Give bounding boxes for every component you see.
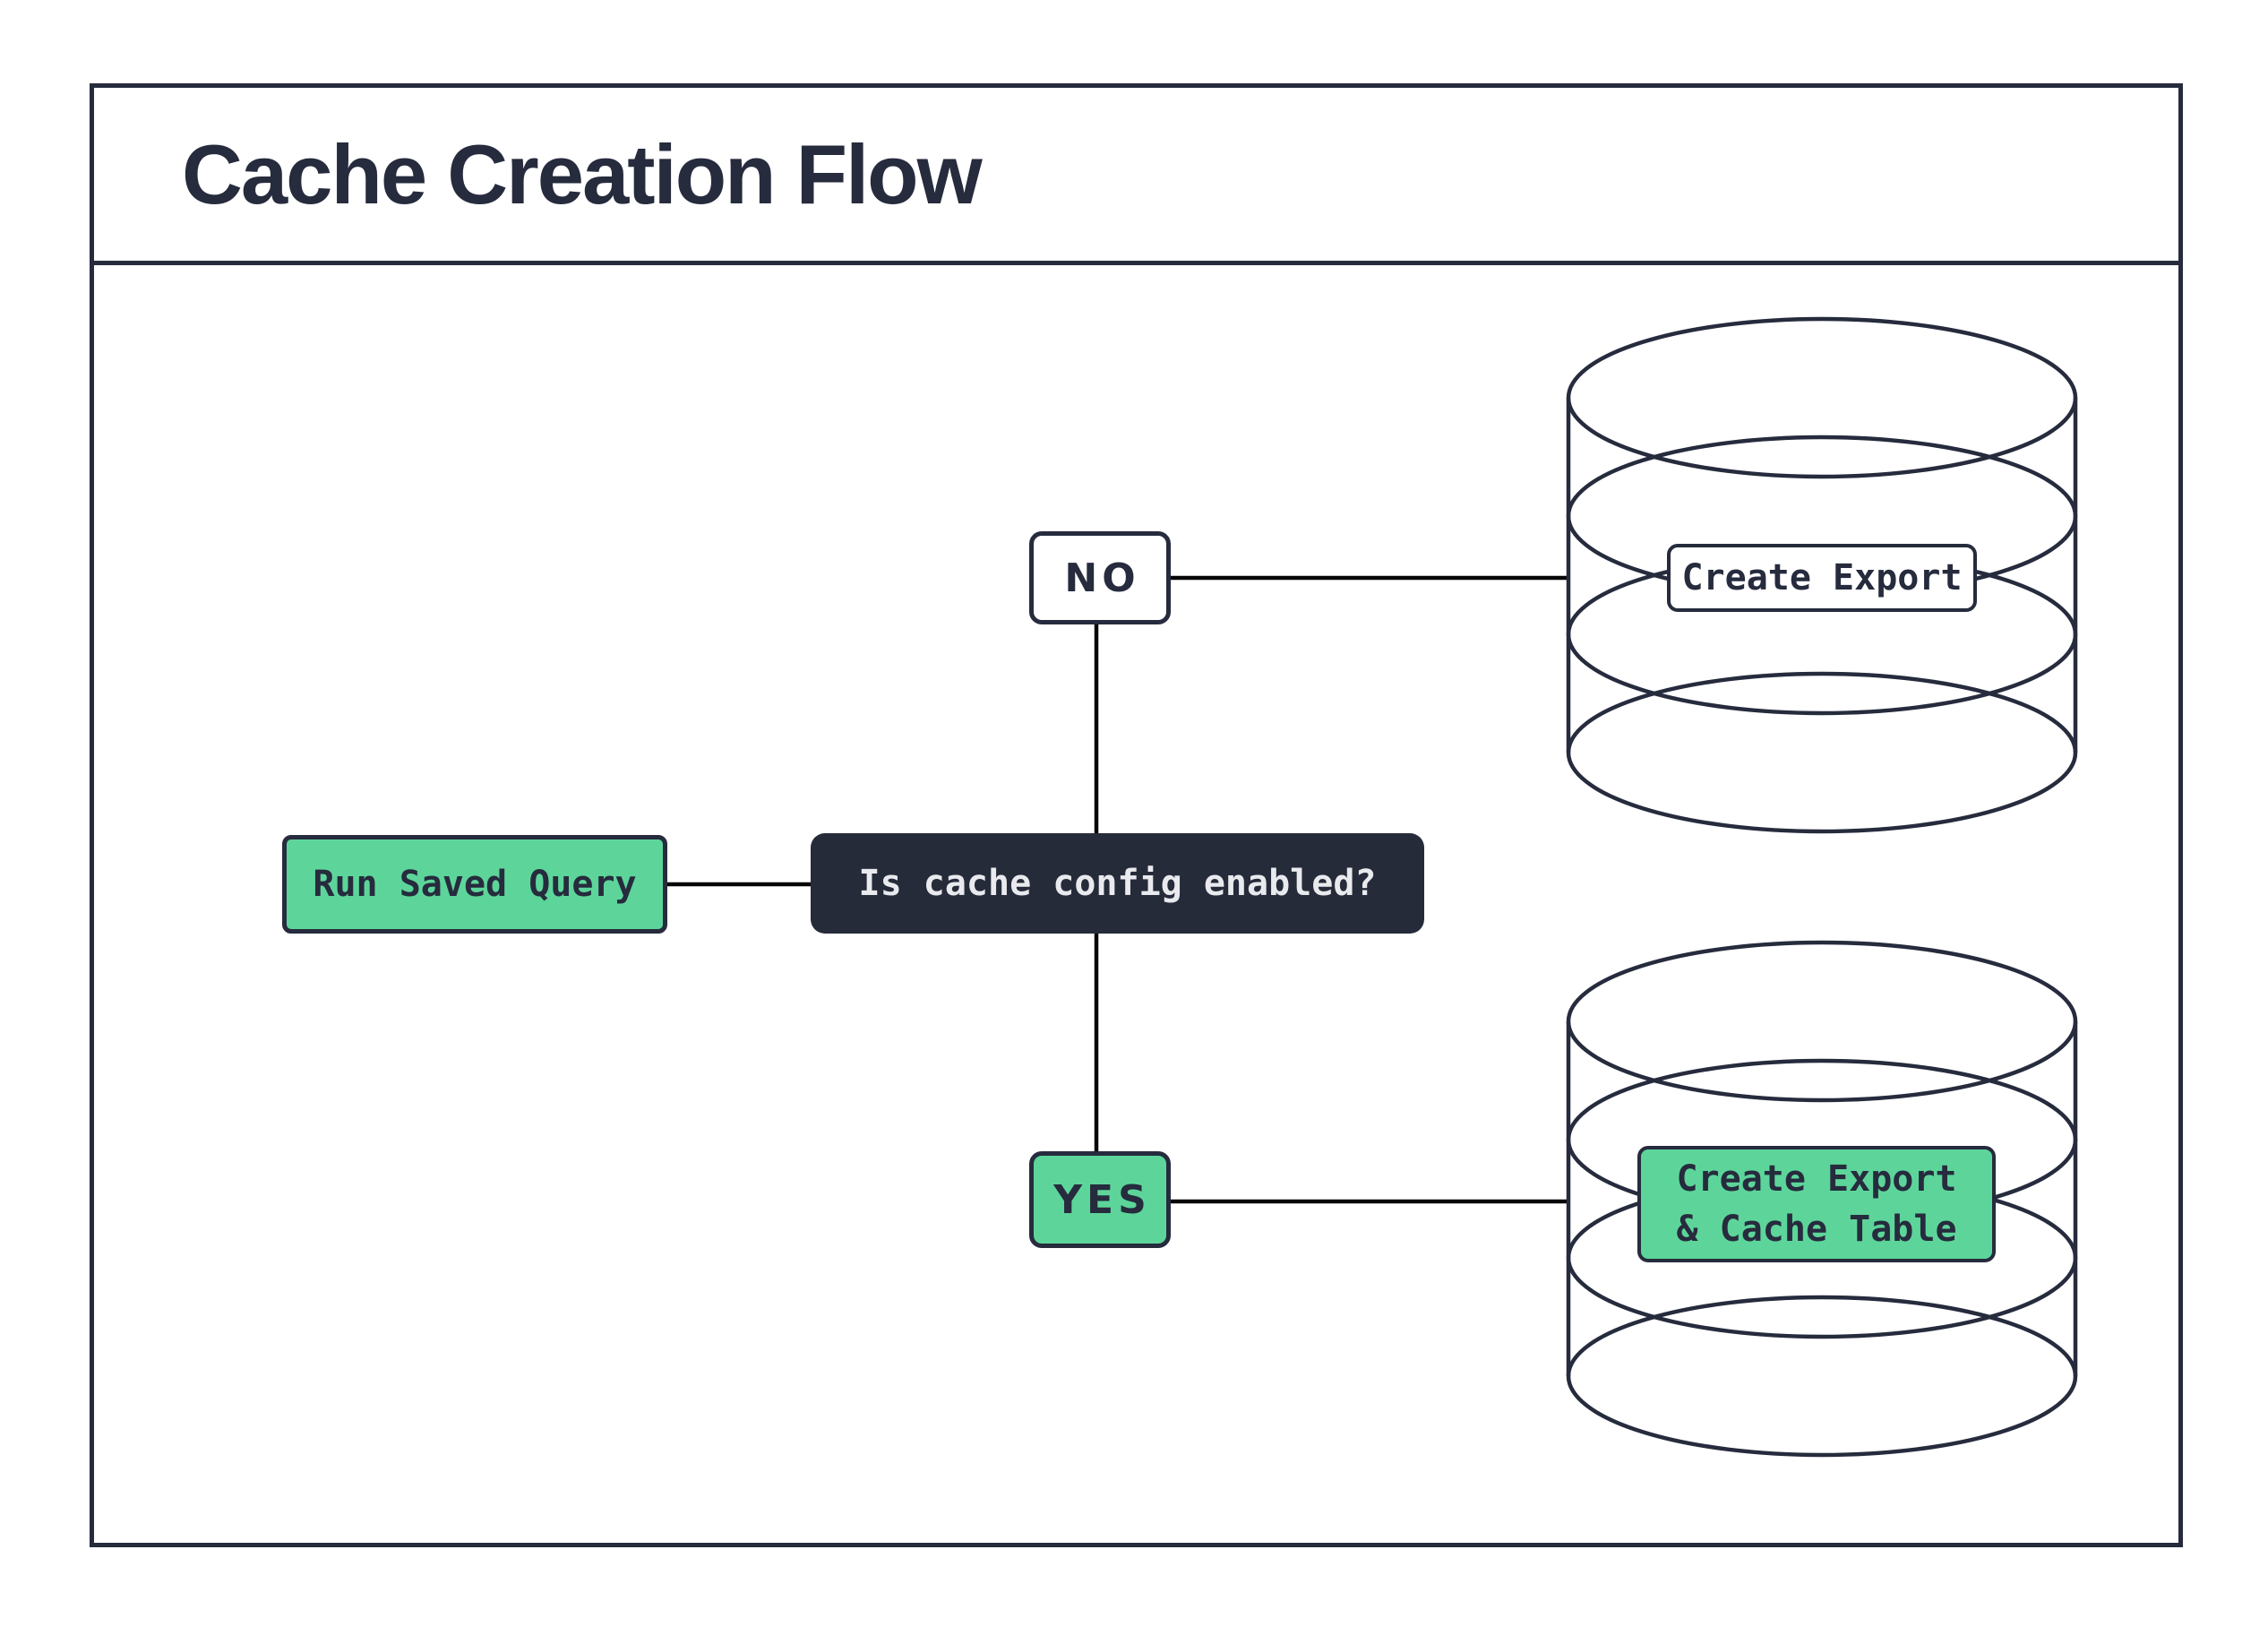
connector-lines: [667, 575, 1570, 1204]
database-label-line2: & Cache Table: [1676, 1209, 1957, 1250]
branch-no-label: NO: [1064, 555, 1140, 601]
title-band: Cache Creation Flow: [94, 88, 2178, 265]
database-label-line1: Create Export: [1676, 1158, 1957, 1200]
node-cache-config-decision: Is cache config enabled?: [811, 833, 1424, 934]
diagram-frame: Cache Creation Flow: [90, 83, 2183, 1547]
database-label-create-export: Create Export: [1667, 544, 1977, 612]
database-label-create-export-text: Create Export: [1681, 557, 1963, 598]
branch-yes: YES: [1029, 1151, 1171, 1248]
database-icon-export: [1566, 316, 2078, 834]
page-title: Cache Creation Flow: [182, 126, 983, 221]
node-run-saved-query-label: Run Saved Query: [313, 864, 637, 905]
node-run-saved-query: Run Saved Query: [282, 835, 667, 934]
branch-no: NO: [1029, 531, 1171, 624]
database-label-create-export-cache-table: Create Export & Cache Table: [1637, 1146, 1996, 1262]
node-cache-config-decision-label: Is cache config enabled?: [858, 863, 1377, 904]
database-icon-export-cache: [1566, 940, 2078, 1458]
branch-yes-label: YES: [1053, 1176, 1151, 1223]
